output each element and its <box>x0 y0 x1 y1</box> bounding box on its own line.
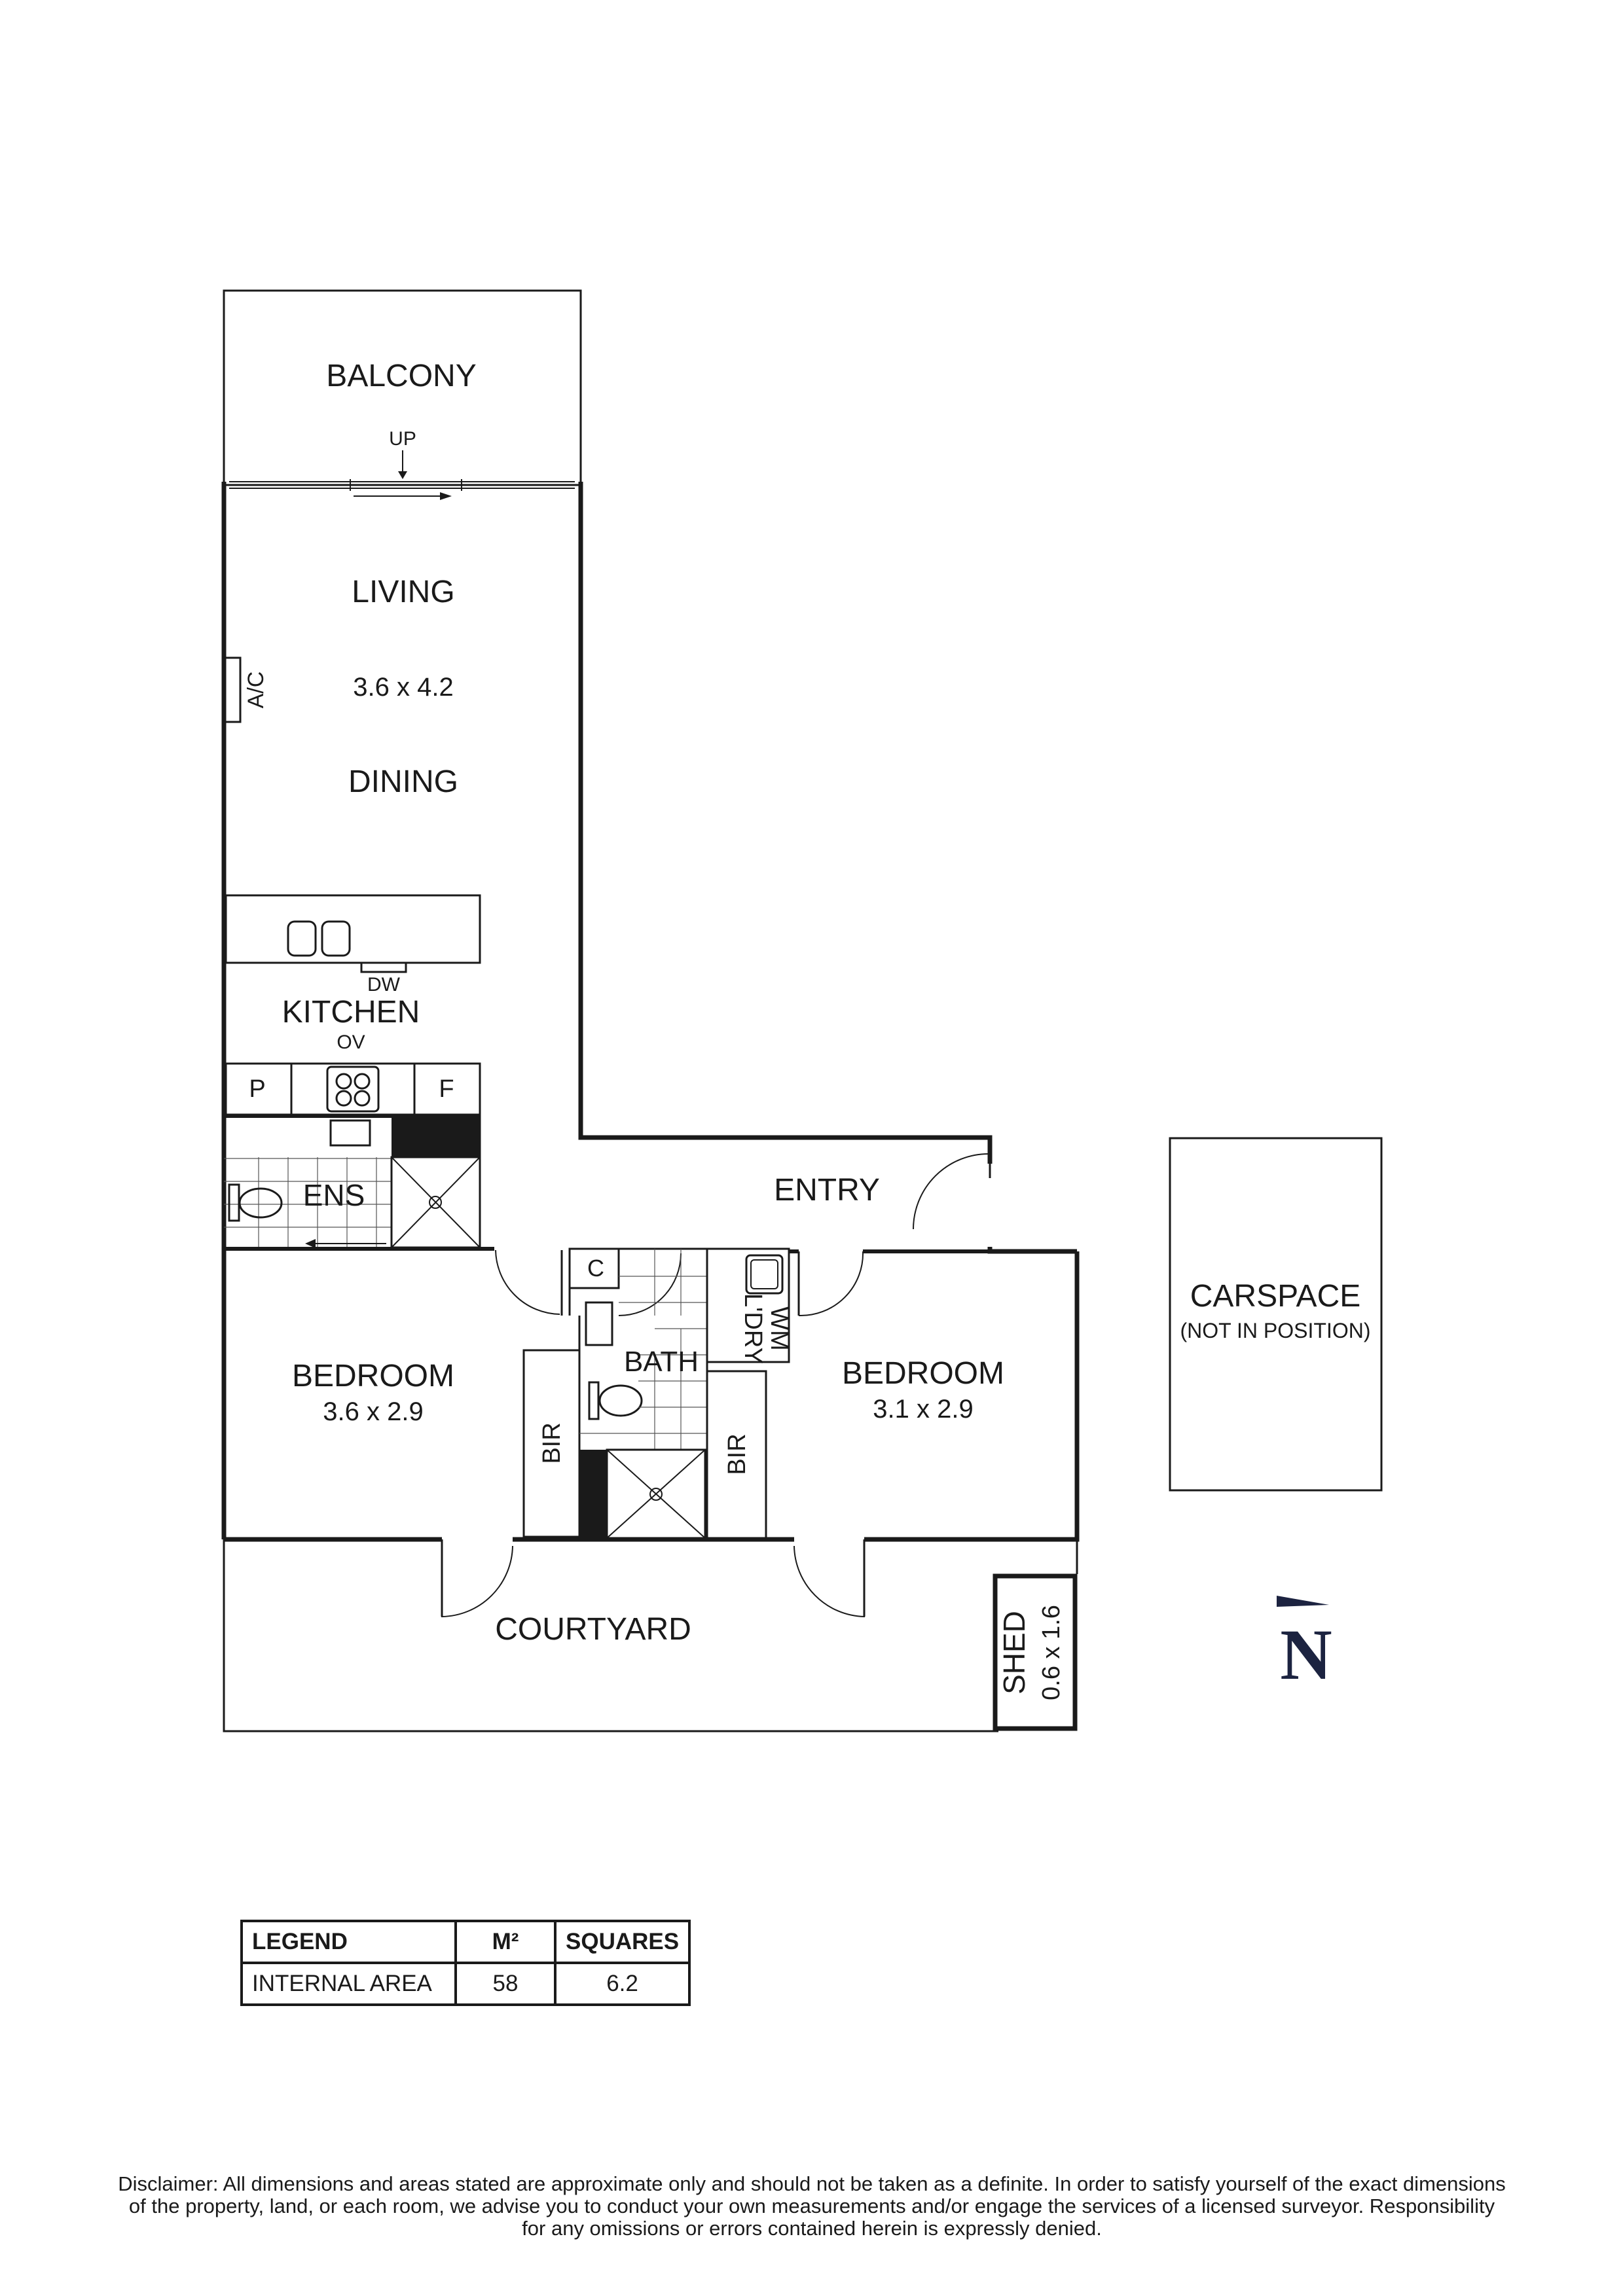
disclaimer-line-2: of the property, land, or each room, we … <box>128 2195 1495 2217</box>
internal-area-m2: 58 <box>454 1962 556 2006</box>
courtyard-label: COURTYARD <box>495 1612 691 1647</box>
dining-label: DINING <box>348 764 458 799</box>
bedroom1-label: BEDROOM <box>292 1359 454 1393</box>
internal-area-squares: 6.2 <box>553 1962 691 2006</box>
m2-header: M² <box>454 1920 556 1964</box>
living-dims: 3.6 x 4.2 <box>353 673 453 702</box>
shed-outline <box>993 1573 1078 1731</box>
legend-header: LEGEND <box>240 1920 457 1964</box>
bir-left-label: BIR <box>538 1422 566 1463</box>
ac-unit <box>223 656 242 723</box>
sink-bowl-1 <box>287 920 317 957</box>
courtyard-outline <box>223 1539 998 1732</box>
shed-label: SHED <box>997 1611 1031 1695</box>
disclaimer-line-1: Disclaimer: All dimensions and areas sta… <box>118 2172 1506 2195</box>
cooktop <box>326 1066 380 1113</box>
legend-header-row: LEGEND M² SQUARES <box>240 1920 691 1964</box>
carspace-note: (NOT IN POSITION) <box>1180 1319 1371 1342</box>
exterior-wall-living-east <box>578 482 993 1164</box>
shed-dims: 0.6 x 1.6 <box>1038 1605 1065 1700</box>
ensuite-label: ENS <box>303 1178 365 1212</box>
squares-header: SQUARES <box>553 1920 691 1964</box>
carspace-label: CARSPACE <box>1190 1279 1361 1314</box>
dishwasher <box>360 961 407 973</box>
living-label: LIVING <box>352 575 454 609</box>
entry-door-swing <box>913 1153 989 1230</box>
carspace-outline <box>1169 1137 1383 1492</box>
bedroom2-dims: 3.1 x 2.9 <box>873 1395 973 1424</box>
laundry-trough <box>745 1254 784 1295</box>
dw-label: DW <box>367 974 401 996</box>
bath-label: BATH <box>624 1346 699 1378</box>
pantry-label: P <box>249 1075 265 1103</box>
balcony-label: BALCONY <box>326 359 476 393</box>
cupboard-label: C <box>587 1255 604 1282</box>
internal-area-label: INTERNAL AREA <box>240 1962 457 2006</box>
legend-table: LEGEND M² SQUARES INTERNAL AREA 58 6.2 <box>240 1920 691 2006</box>
bedroom2-label: BEDROOM <box>842 1356 1004 1391</box>
bath-vanity <box>585 1301 613 1346</box>
sink-bowl-2 <box>321 920 351 957</box>
bedroom1-dims: 3.6 x 2.9 <box>323 1397 423 1426</box>
ensuite-vanity <box>329 1119 371 1147</box>
bath-shower <box>606 1448 706 1539</box>
kitchen-island <box>225 894 481 964</box>
ensuite-toilet <box>238 1187 283 1219</box>
bath-toilet <box>598 1384 643 1417</box>
north-label: N <box>1280 1615 1332 1695</box>
table-row: INTERNAL AREA 58 6.2 <box>240 1962 691 2006</box>
bir-right-label: BIR <box>723 1433 751 1475</box>
oven-label: OV <box>337 1031 365 1053</box>
balcony-outline <box>223 289 582 486</box>
up-label: UP <box>389 428 416 450</box>
ac-label: A/C <box>244 672 268 709</box>
disclaimer-line-3: for any omissions or errors contained he… <box>522 2217 1102 2240</box>
wm-label: WM <box>765 1306 793 1351</box>
laundry-label: L'DRY <box>739 1293 767 1364</box>
north-arrow-icon <box>1277 1596 1329 1607</box>
kitchen-label: KITCHEN <box>282 995 420 1030</box>
exterior-wall-east <box>987 1247 1077 1254</box>
disclaimer: Disclaimer: All dimensions and areas sta… <box>72 2173 1552 2240</box>
fridge-label: F <box>439 1075 454 1103</box>
entry-label: ENTRY <box>774 1173 880 1208</box>
